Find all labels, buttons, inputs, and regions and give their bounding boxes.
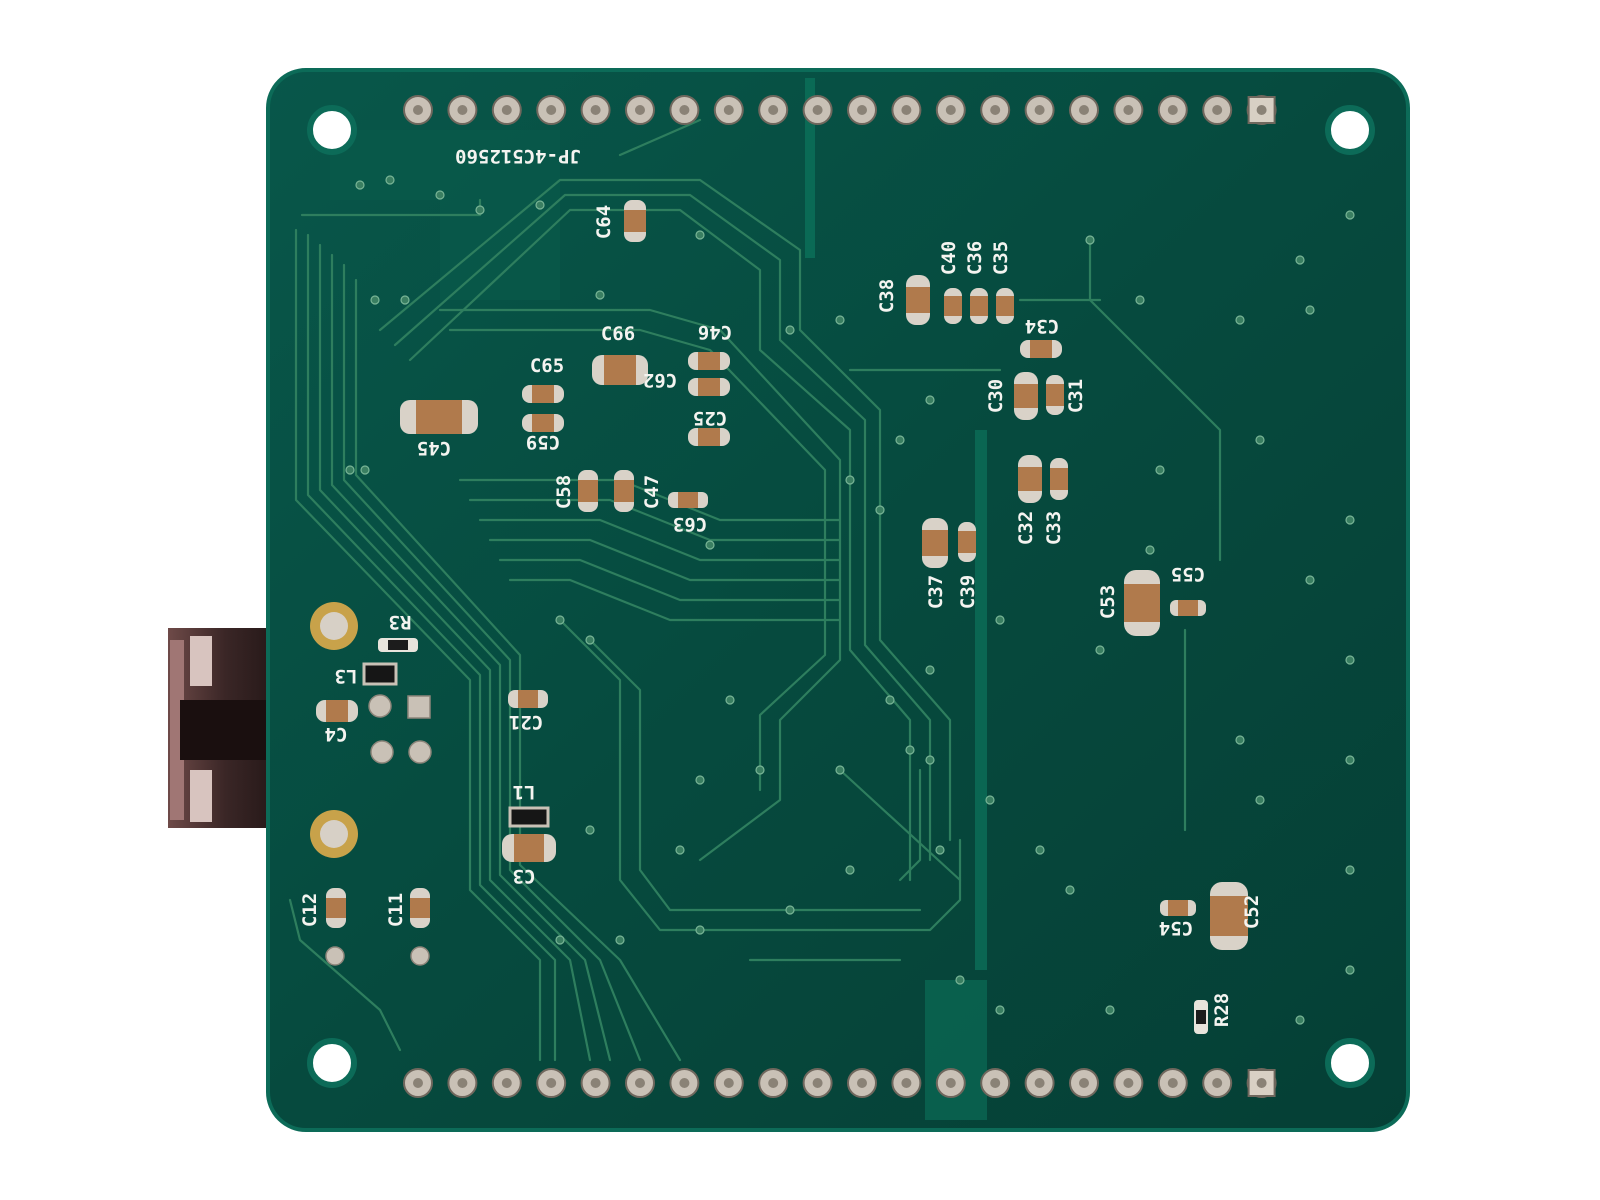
header-pins-top (403, 95, 1277, 125)
header-pin-hole (1212, 1078, 1223, 1088)
label-r28: R28 (1211, 993, 1233, 1027)
header-pin-hole (901, 105, 912, 115)
label-c21: C21 (509, 711, 543, 733)
label-c66: C66 (601, 323, 635, 345)
header-pin-hole (1079, 1078, 1089, 1088)
label-c58: C58 (553, 475, 575, 509)
label-c52: C52 (1241, 895, 1263, 929)
connector-pads (310, 602, 432, 966)
label-c11: C11 (385, 893, 407, 927)
label-r3: R3 (389, 611, 412, 633)
header-pin-hole (1034, 105, 1045, 115)
header-pin-hole (857, 105, 867, 115)
header-pin-hole (990, 105, 1001, 115)
label-c12: C12 (299, 893, 321, 927)
header-pin-hole (1256, 1078, 1267, 1088)
smd-components (316, 200, 1248, 1034)
label-c55: C55 (1171, 563, 1205, 585)
label-c35: C35 (990, 241, 1012, 275)
header-pin-hole (723, 105, 734, 115)
mounting-holes (307, 105, 1375, 1088)
label-c65: C65 (530, 355, 564, 377)
label-c25: C25 (693, 407, 727, 429)
header-pin-hole (768, 1078, 779, 1088)
label-c54: C54 (1159, 917, 1193, 939)
label-c64: C64 (593, 205, 615, 239)
header-pin-hole (1079, 105, 1089, 115)
label-c45: C45 (417, 437, 451, 459)
label-c4: C4 (325, 723, 348, 745)
header-pin-hole (457, 105, 468, 115)
label-c33: C33 (1043, 511, 1065, 545)
header-pin-hole (901, 1078, 912, 1088)
header-pin-hole (723, 1078, 734, 1088)
label-c38: C38 (876, 279, 898, 313)
header-pin-hole (945, 1078, 956, 1088)
label-c37: C37 (925, 575, 947, 609)
header-pin-hole (413, 105, 423, 115)
label-c39: C39 (957, 575, 979, 609)
header-pin-hole (679, 105, 690, 115)
header-pin-hole (679, 1078, 690, 1088)
header-pin-hole (457, 1078, 468, 1088)
label-c40: C40 (938, 241, 960, 275)
header-pin-hole (1123, 1078, 1134, 1088)
header-pin-hole (812, 1078, 823, 1088)
label-c62: C62 (643, 369, 677, 391)
label-c53: C53 (1097, 585, 1119, 619)
header-pin-hole (857, 1078, 867, 1088)
header-pin-hole (590, 1078, 601, 1088)
header-pin-hole (635, 1078, 645, 1088)
label-c31: C31 (1065, 379, 1087, 413)
label-l1: L1 (513, 781, 536, 803)
header-pin-hole (768, 105, 779, 115)
header-pin-hole (990, 1078, 1001, 1088)
label-c59: C59 (526, 431, 560, 453)
label-c46: C46 (698, 321, 732, 343)
dc-jack-connector (168, 628, 283, 828)
label-c3: C3 (513, 865, 536, 887)
header-pin-hole (1034, 1078, 1045, 1088)
header-pin-hole (635, 105, 645, 115)
header-pin-hole (1212, 105, 1223, 115)
header-pin-square (1247, 1069, 1276, 1097)
header-pin-hole (501, 1078, 512, 1088)
header-pin-hole (413, 1078, 423, 1088)
label-c36: C36 (964, 241, 986, 275)
label-c32: C32 (1015, 511, 1037, 545)
label-c34: C34 (1025, 315, 1059, 337)
traces (288, 118, 1222, 1062)
header-pin-hole (1167, 105, 1178, 115)
header-pin-hole (546, 1078, 557, 1088)
label-c63: C63 (673, 513, 707, 535)
header-pin-hole (1167, 1078, 1178, 1088)
header-pin-hole (501, 105, 512, 115)
board-marking: JP-4C512560 (455, 145, 581, 167)
header-pin-hole (546, 105, 557, 115)
header-pin-hole (812, 105, 823, 115)
header-pin-hole (1123, 105, 1134, 115)
silkscreen-labels: JP-4C512560 C64 C38 C40 C36 C35 C34 C66 … (299, 145, 1263, 1027)
header-pins-bottom (403, 1068, 1277, 1098)
header-pin-hole (945, 105, 956, 115)
label-c30: C30 (985, 379, 1007, 413)
header-pin-hole (1256, 105, 1267, 115)
header-pin-hole (590, 105, 601, 115)
label-c47: C47 (641, 475, 663, 509)
vias (345, 175, 1355, 1025)
label-l3: L3 (335, 665, 358, 687)
